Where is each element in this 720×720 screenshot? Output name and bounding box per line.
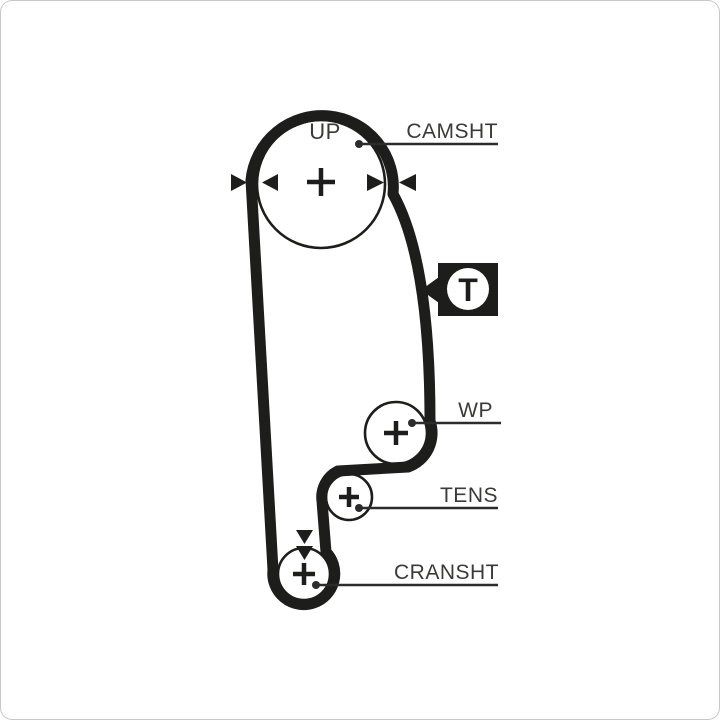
up-label: UP	[309, 119, 341, 144]
crankshaft-center-cross	[293, 563, 315, 585]
camshaft-label: CAMSHT	[406, 120, 498, 143]
tensioner-label: TENS	[440, 484, 498, 507]
crankshaft-upper-arrow-icon	[296, 530, 313, 544]
tensioner-center-cross	[339, 487, 359, 507]
t-badge-letter: T	[458, 272, 478, 308]
camshaft-center-cross	[307, 168, 335, 196]
t-badge-circle	[447, 268, 489, 310]
camshaft-left-outer-arrow-icon	[231, 174, 247, 191]
crankshaft-label: CRANSHT	[394, 561, 499, 584]
t-badge-pointer-icon	[421, 277, 439, 303]
tensioner-pulley	[324, 472, 374, 522]
timing-belt-path	[245, 110, 438, 611]
water-pump-pulley	[363, 400, 429, 466]
camshaft-left-inner-arrow-icon	[262, 174, 278, 191]
crankshaft-lower-arrow-icon	[296, 546, 313, 560]
camshaft-right-inner-arrow-icon	[367, 174, 384, 191]
water-pump-center-cross	[384, 421, 408, 445]
water-pump-label: WP	[458, 399, 493, 422]
camshaft-pulley	[255, 118, 387, 250]
camshaft-right-outer-arrow-icon	[399, 174, 416, 191]
